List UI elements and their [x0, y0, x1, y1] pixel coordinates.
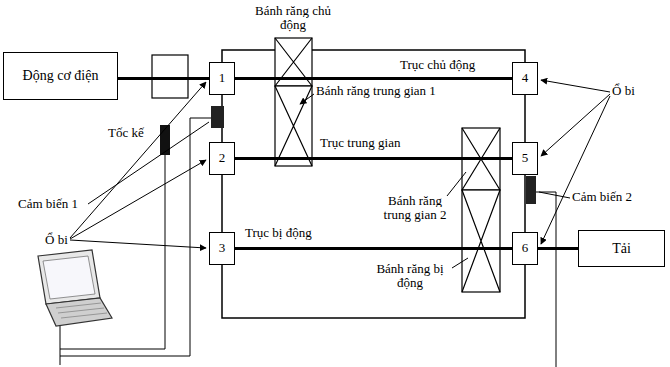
node-text: 4: [522, 71, 529, 85]
shaft-line: [538, 247, 578, 250]
sensor-2: [526, 176, 536, 204]
part-label-holder: Bánh răng bị động: [370, 262, 450, 290]
bearing-box: 2: [209, 142, 235, 175]
sensor-1: [211, 106, 224, 128]
leader-line: [541, 80, 610, 92]
leader-line: [70, 240, 206, 248]
part-label-holder: Bánh răng trung gian 2: [375, 194, 455, 222]
leader-line: [70, 160, 206, 239]
node-text: 2: [219, 151, 226, 165]
leader-line: [88, 122, 209, 204]
bearing-box: 3: [209, 232, 235, 265]
shaft-label-holder: Trục trung gian: [320, 136, 400, 150]
driven-gear: [462, 190, 500, 292]
leader-line: [541, 94, 610, 156]
bearing-box: 1: [209, 62, 235, 95]
leader-line: [70, 82, 206, 238]
part-label: Cảm biến 2: [572, 189, 632, 204]
motor-box: Động cơ điện: [3, 52, 118, 100]
part-label-holder: Ổ bi: [612, 84, 635, 98]
shaft-label-holder: Trục chủ động: [400, 58, 475, 72]
leader-lines: [70, 80, 610, 268]
part-label-holder: Cảm biến 2: [572, 190, 632, 204]
node-text: 3: [219, 241, 226, 255]
gearbox-housing: [222, 50, 525, 318]
shaft-line: [235, 157, 512, 160]
laptop: [38, 250, 112, 326]
part-label: Bánh răng trung gian 2: [384, 193, 447, 222]
leader-line: [452, 258, 468, 268]
shaft-label-holder: Trục bị động: [245, 226, 312, 240]
wire: [60, 326, 61, 365]
shaft-line: [118, 77, 209, 80]
signal-wires: [60, 118, 556, 367]
gears: [275, 38, 500, 292]
part-label-holder: Bánh răng trung gian 1: [316, 84, 436, 98]
bearing-box: 5: [512, 142, 538, 175]
part-label: Bánh răng bị động: [376, 261, 443, 290]
bearing-box: 4: [512, 62, 538, 95]
bearing-box: 6: [512, 232, 538, 265]
gear-cross: [275, 86, 312, 166]
part-label: Tốc kế: [108, 125, 144, 140]
load-box: Tải: [578, 230, 665, 267]
shaft-label: Trục bị động: [245, 225, 312, 240]
part-label: Cảm biến 1: [18, 196, 78, 211]
leader-line: [539, 192, 570, 198]
node-text: 1: [219, 71, 226, 85]
shaft-label: Trục chủ động: [400, 57, 475, 72]
part-label-holder: Tốc kế: [108, 126, 144, 140]
part-label-holder: Cảm biến 1: [18, 197, 78, 211]
leader-line: [447, 172, 466, 196]
leader-line: [541, 96, 610, 244]
node-text: 5: [522, 151, 529, 165]
coupling: [152, 55, 188, 98]
part-label: Bánh răng trung gian 1: [316, 83, 436, 98]
leader-line: [300, 94, 314, 104]
node-text: Tải: [612, 241, 631, 256]
part-label: Ổ bi: [612, 83, 635, 98]
part-label-holder: Bánh răng chủ động: [253, 4, 333, 32]
node-text: Động cơ điện: [23, 68, 99, 83]
part-label-holder: Ổ bi: [45, 233, 68, 247]
shaft-line: [235, 247, 512, 250]
idler-gear-1: [275, 86, 312, 166]
node-text: 6: [522, 241, 529, 255]
shaft-line: [235, 77, 512, 80]
gear-cross: [462, 190, 500, 292]
part-label: Ổ bi: [45, 232, 68, 247]
part-label: Bánh răng chủ động: [255, 3, 331, 32]
shaft-label: Trục trung gian: [320, 135, 400, 150]
